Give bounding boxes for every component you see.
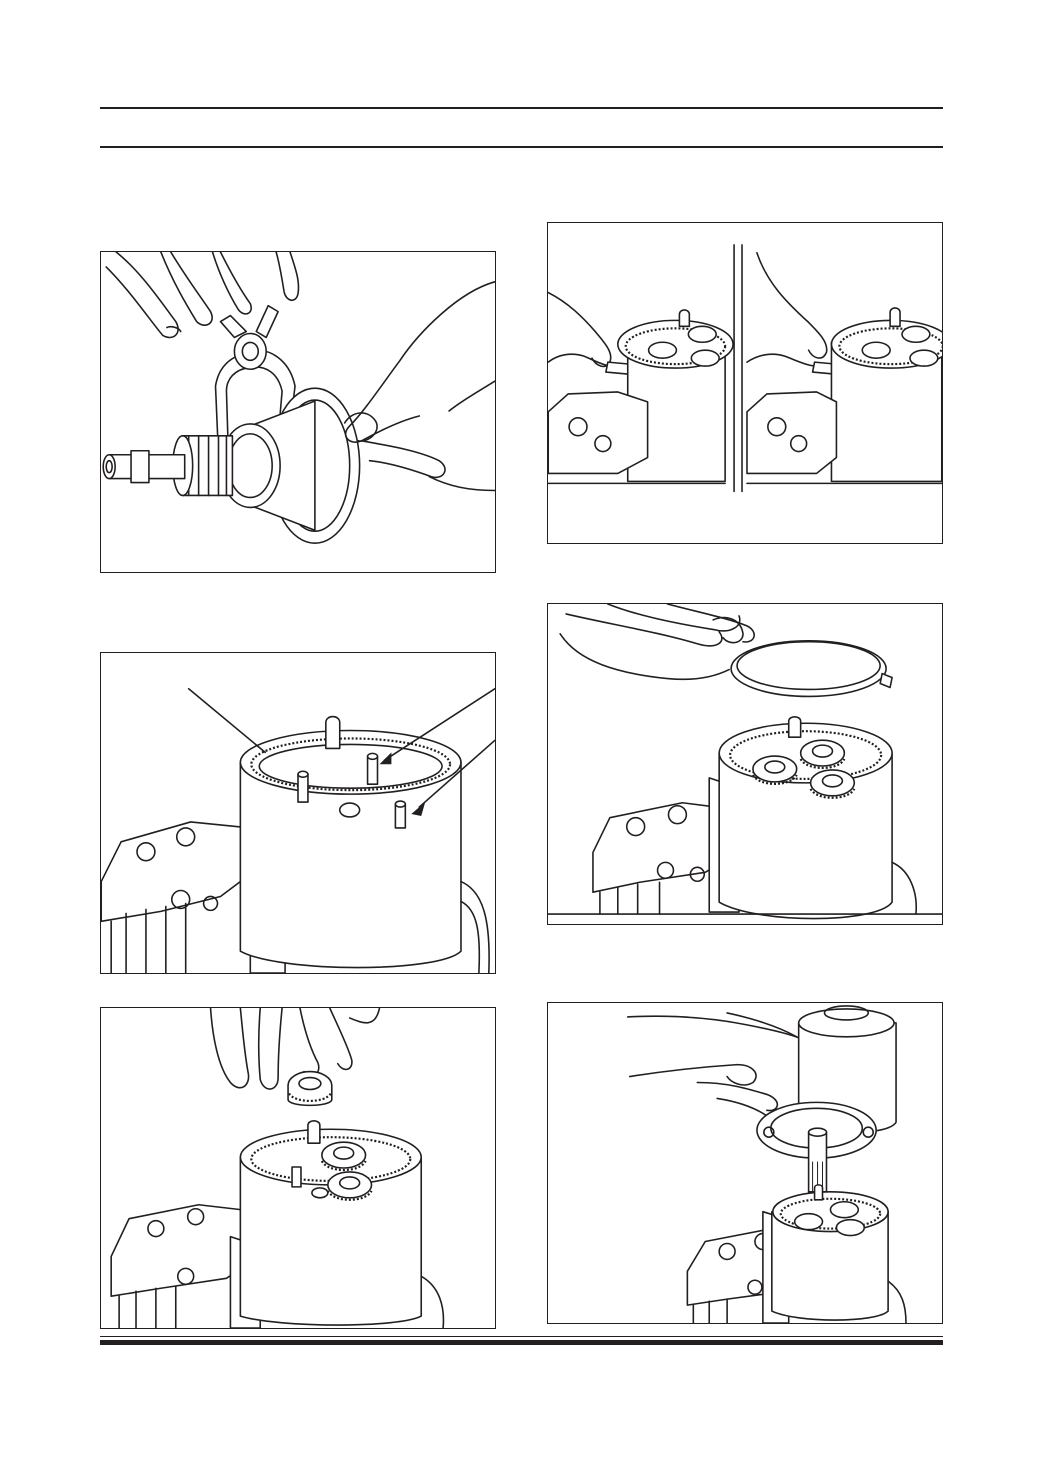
armature-housing-fit-illustration xyxy=(626,1005,907,1323)
pinion-lever-illustration xyxy=(102,252,495,544)
right-panel xyxy=(746,252,942,485)
figure-pinion-lever xyxy=(100,251,496,573)
header-rule-bottom xyxy=(100,146,943,148)
figure-ring-gear xyxy=(100,652,496,974)
header-rule-top xyxy=(100,107,943,109)
footer-rule-thick xyxy=(100,1340,943,1345)
left-panel xyxy=(548,291,734,485)
lever-pivot-illustration xyxy=(548,244,942,493)
footer-rule-thin xyxy=(100,1336,943,1337)
figure-armature-housing-fit xyxy=(547,1002,943,1324)
figure-lever-pivot-positions xyxy=(547,222,943,544)
ring-gear-illustration xyxy=(101,687,495,973)
ring-cover-fit-illustration xyxy=(548,604,942,920)
planet-gear-fit-illustration xyxy=(110,1008,445,1328)
figure-ring-cover-fit xyxy=(547,603,943,925)
figure-planet-gear-fit xyxy=(100,1007,496,1329)
